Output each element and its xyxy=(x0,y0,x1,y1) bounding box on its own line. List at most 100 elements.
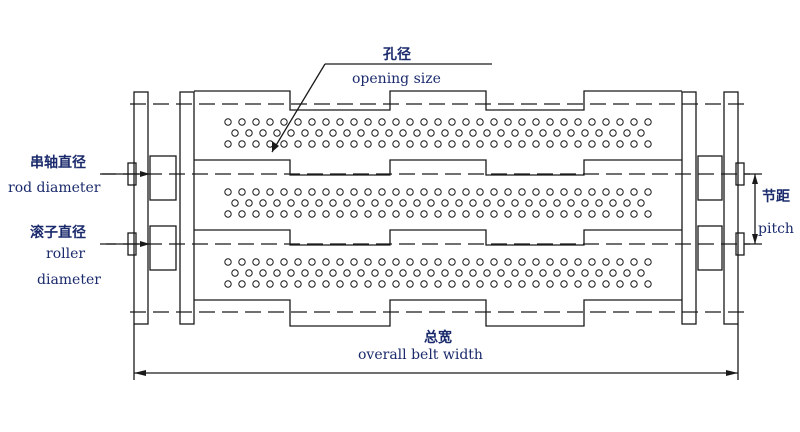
perforation-hole xyxy=(399,129,407,137)
perforation-hole xyxy=(462,140,470,148)
perforation-hole xyxy=(532,210,540,218)
right-roller-lower xyxy=(697,225,723,271)
perforation-hole xyxy=(329,269,337,277)
right-rod-nut-lower xyxy=(735,232,745,256)
perforation-hole xyxy=(266,258,274,266)
perforation-hole xyxy=(455,269,463,277)
perforation-hole xyxy=(532,280,540,288)
perforation-hole xyxy=(413,269,421,277)
perforation-hole xyxy=(357,199,365,207)
perforation-hole xyxy=(504,258,512,266)
perforation-hole xyxy=(287,199,295,207)
perforation-hole xyxy=(322,210,330,218)
perforation-hole xyxy=(252,258,260,266)
perforation-hole xyxy=(350,210,358,218)
perforation-hole xyxy=(609,199,617,207)
perforation-hole xyxy=(364,188,372,196)
perforation-hole xyxy=(427,129,435,137)
perforation-hole xyxy=(546,258,554,266)
perforation-hole xyxy=(630,140,638,148)
perforation-hole xyxy=(420,280,428,288)
perforation-hole xyxy=(462,258,470,266)
perforation-hole xyxy=(259,199,267,207)
perforation-hole xyxy=(644,118,652,126)
perforation-hole xyxy=(518,118,526,126)
perforation-hole xyxy=(490,140,498,148)
perforation-hole xyxy=(490,118,498,126)
perforation-hole xyxy=(434,188,442,196)
perforation-hole xyxy=(427,199,435,207)
perforation-hole xyxy=(637,199,645,207)
perforation-hole xyxy=(266,188,274,196)
perforation-hole xyxy=(441,269,449,277)
perforation-hole xyxy=(588,140,596,148)
perforation-hole xyxy=(497,269,505,277)
perforation-hole xyxy=(616,140,624,148)
roller-diameter-label-en-1: roller xyxy=(46,246,86,262)
perforation-hole xyxy=(280,258,288,266)
perforation-hole xyxy=(259,129,267,137)
perforation-hole xyxy=(322,258,330,266)
perforation-hole xyxy=(518,188,526,196)
perforation-hole xyxy=(462,210,470,218)
perforation-hole xyxy=(252,210,260,218)
perforation-hole xyxy=(336,118,344,126)
perforation-hole xyxy=(567,199,575,207)
perforation-hole xyxy=(448,210,456,218)
pitch-label-en: pitch xyxy=(758,221,794,237)
perforation-hole xyxy=(455,199,463,207)
perforation-hole xyxy=(259,269,267,277)
perforation-hole xyxy=(308,280,316,288)
perforation-hole xyxy=(455,129,463,137)
perforation-hole xyxy=(266,210,274,218)
perforation-hole xyxy=(434,258,442,266)
perforation-hole xyxy=(364,118,372,126)
perforation-hole xyxy=(623,269,631,277)
perforation-hole xyxy=(399,199,407,207)
perforation-hole xyxy=(343,269,351,277)
perforation-hole xyxy=(280,118,288,126)
perforation-hole xyxy=(392,188,400,196)
perforation-hole xyxy=(301,269,309,277)
perforation-hole xyxy=(378,258,386,266)
pitch-label-cn: 节距 xyxy=(762,189,790,205)
perforation-hole xyxy=(588,210,596,218)
perforation-hole xyxy=(238,210,246,218)
perforation-hole xyxy=(553,199,561,207)
perforation-hole xyxy=(595,269,603,277)
perforation-hole xyxy=(490,258,498,266)
perforation-hole xyxy=(378,280,386,288)
perforation-hole xyxy=(441,129,449,137)
perforation-hole xyxy=(511,269,519,277)
right-inner-side-plate xyxy=(681,91,697,325)
opening-leader-line xyxy=(271,63,326,153)
perforation-hole xyxy=(469,129,477,137)
perforation-hole xyxy=(231,199,239,207)
perforation-hole xyxy=(406,140,414,148)
width-arrow-right xyxy=(726,370,738,376)
perforation-hole xyxy=(308,140,316,148)
perforation-hole xyxy=(385,269,393,277)
perforation-hole xyxy=(280,210,288,218)
perforation-hole xyxy=(483,129,491,137)
perforation-hole xyxy=(525,129,533,137)
perforation-hole xyxy=(322,118,330,126)
perforation-hole xyxy=(406,280,414,288)
perforation-hole xyxy=(518,258,526,266)
perforation-hole xyxy=(574,140,582,148)
perforation-hole xyxy=(630,188,638,196)
left-roller-upper xyxy=(149,155,177,201)
perforation-hole xyxy=(560,280,568,288)
perforation-hole xyxy=(434,280,442,288)
pitch-arrow-top xyxy=(752,174,758,184)
perforation-hole xyxy=(371,269,379,277)
perforation-hole xyxy=(511,199,519,207)
perforation-hole xyxy=(560,140,568,148)
perforation-hole xyxy=(525,199,533,207)
perforation-hole xyxy=(280,280,288,288)
perforation-hole xyxy=(371,129,379,137)
perforation-hole xyxy=(252,118,260,126)
rod-leader-arrow xyxy=(140,171,150,177)
perforation-hole xyxy=(301,199,309,207)
perforation-hole xyxy=(224,258,232,266)
